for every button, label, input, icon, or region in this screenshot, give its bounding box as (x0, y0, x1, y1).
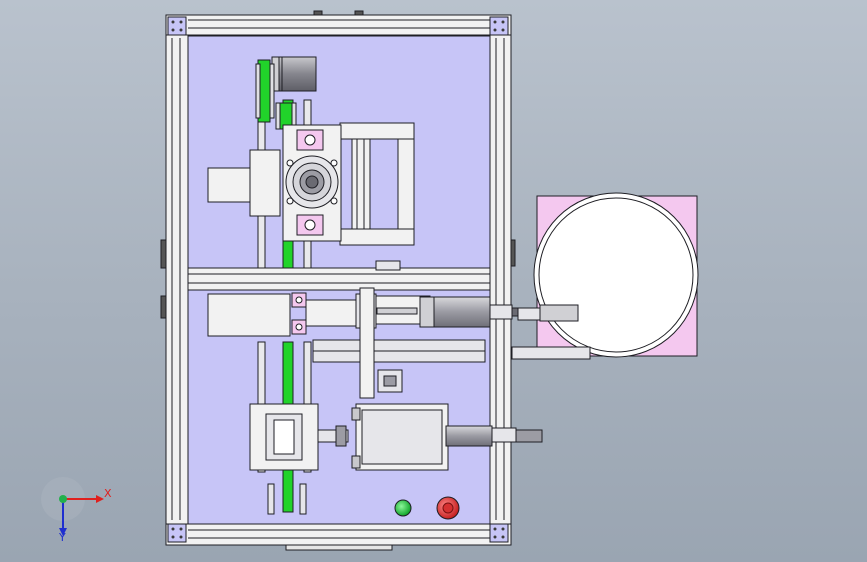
support-bracket (339, 122, 415, 246)
roller (267, 483, 307, 515)
servo-motor[interactable] (351, 403, 543, 471)
start-button[interactable] (394, 499, 412, 517)
round-tank[interactable] (511, 192, 699, 360)
side-block (249, 149, 281, 217)
corner-bracket (167, 16, 509, 543)
clamp-clip (375, 260, 401, 271)
side-block (207, 293, 291, 337)
gripper (377, 369, 403, 393)
green-start-button-icon[interactable] (394, 499, 412, 517)
gearbox-plate[interactable] (282, 124, 342, 242)
servo-motor[interactable] (271, 56, 317, 92)
clamp-assembly[interactable] (249, 403, 349, 471)
axis-y-label: Y (59, 531, 66, 544)
stop-button[interactable] (436, 496, 460, 520)
bearing-block (291, 292, 307, 335)
axis-x-label: X (104, 487, 112, 500)
timing-belt (255, 59, 297, 130)
coordinate-triad-icon (41, 477, 104, 536)
